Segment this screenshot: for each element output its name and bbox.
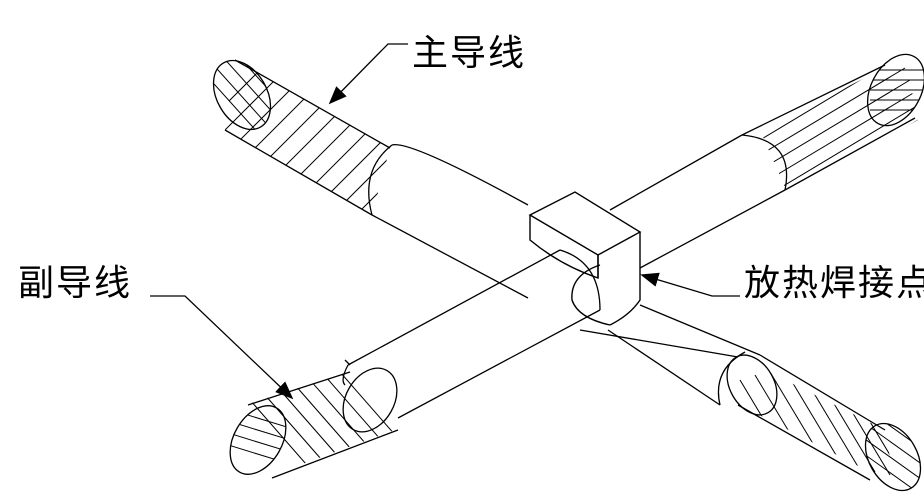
weld-joint — [528, 191, 642, 326]
main-conductor — [201, 50, 924, 494]
main-conductor-label: 主导线 — [412, 33, 527, 74]
branch-conductor — [224, 53, 924, 479]
leader-weld — [640, 272, 740, 297]
leader-branch — [150, 295, 294, 400]
branch-conductor-label: 副导线 — [18, 263, 133, 304]
weld-point-label: 放热焊接点 — [744, 263, 924, 304]
leader-main — [328, 43, 408, 105]
